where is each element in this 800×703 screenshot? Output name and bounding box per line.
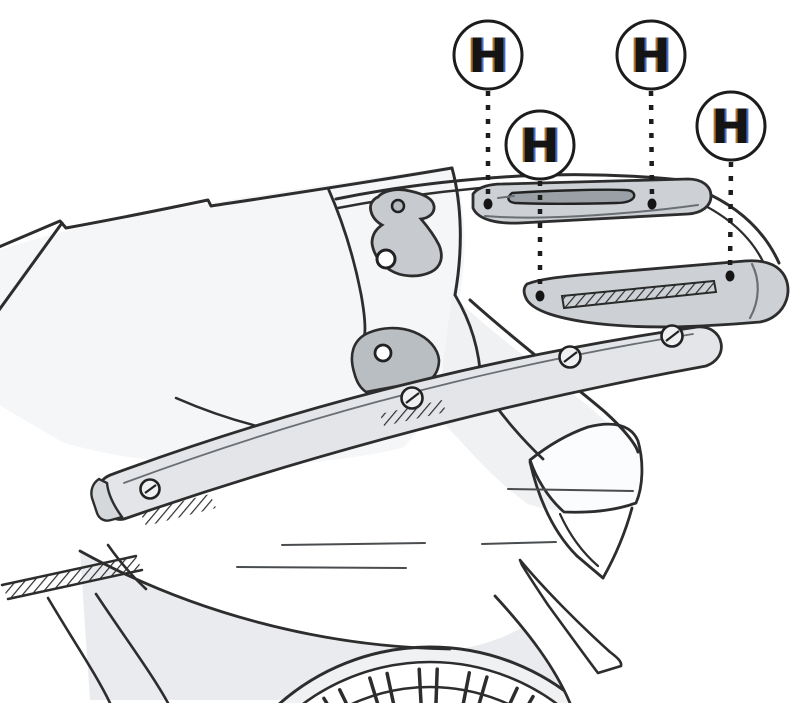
leader-line [727, 161, 734, 272]
h-marker-label: H [468, 29, 507, 84]
h-marker-4: HHH [695, 90, 767, 282]
upper-mount-plate [471, 177, 713, 225]
h-marker-label: H [470, 29, 509, 84]
mount-hole-dot [725, 270, 735, 282]
leader-line [648, 90, 655, 200]
mount-hole-dot [647, 198, 657, 210]
side-rail [90, 324, 723, 526]
wheel-spokes [322, 667, 535, 703]
plate-slot [507, 188, 636, 205]
rear-mudflap [518, 558, 623, 675]
h-marker-label: H [518, 119, 557, 174]
mid-bracket [350, 326, 441, 394]
rear-wheel [278, 555, 800, 703]
h-marker-label: H [520, 119, 559, 174]
h-marker-2: HHH [504, 109, 576, 302]
rail-end-cap [90, 477, 124, 522]
mount-hole-dot [483, 198, 493, 210]
fender-and-tail [0, 293, 644, 703]
h-marker-3: HHH [615, 19, 687, 210]
rail-shadow-hatch [140, 494, 216, 526]
h-marker-label: H [711, 100, 750, 155]
h-marker-label: H [633, 29, 672, 84]
h-marker-circle [504, 109, 576, 181]
h-marker-circle [695, 90, 767, 162]
h-marker-label: H [713, 100, 752, 155]
h-marker-1: HHH [452, 19, 524, 210]
h-marker-label: H [466, 29, 505, 84]
lower-mount-plate [522, 259, 790, 329]
h-marker-label: H [709, 100, 748, 155]
h-marker-label: H [629, 29, 668, 84]
h-marker-circle [615, 19, 687, 91]
mount-hole-dot [535, 290, 545, 302]
frame-tube-hatch [2, 556, 142, 599]
rail-screw-holes [139, 324, 684, 500]
h-marker-circle [452, 19, 524, 91]
rail-shadow-hatch [380, 400, 446, 426]
h-marker-label: H [522, 119, 561, 174]
h-marker-label: H [631, 29, 670, 84]
front-bracket [369, 188, 443, 278]
